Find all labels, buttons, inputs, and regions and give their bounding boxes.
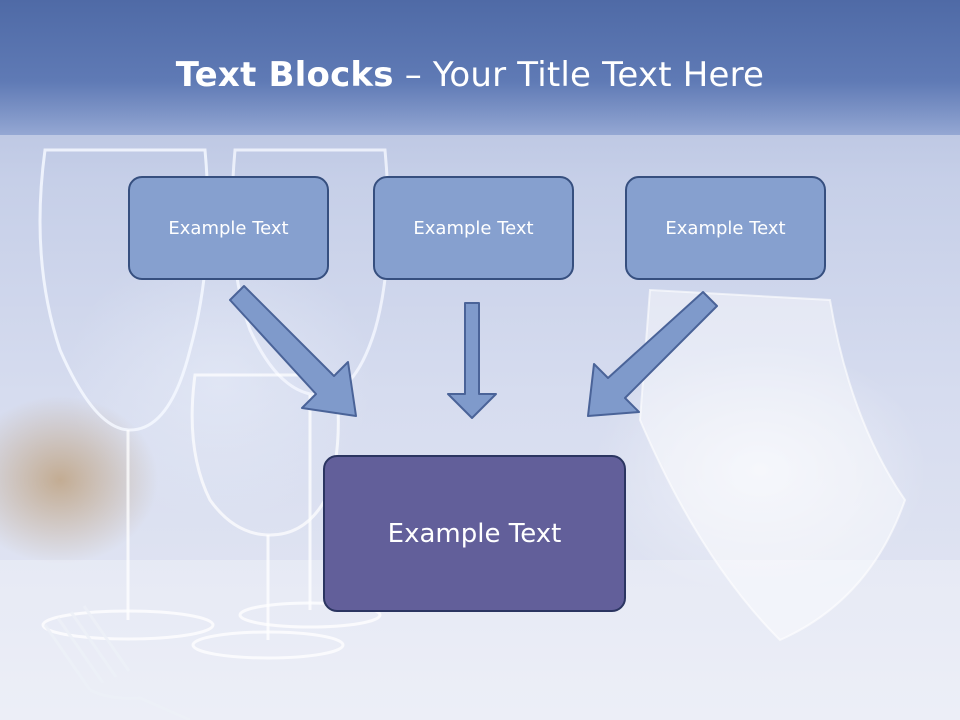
slide-title: Text Blocks – Your Title Text Here (0, 52, 940, 98)
text-block-1-label: Example Text (168, 217, 289, 239)
text-block-3-label: Example Text (665, 217, 786, 239)
arrow-left-icon (229, 285, 357, 417)
text-block-1[interactable]: Example Text (128, 176, 329, 280)
arrow-down-icon (447, 302, 497, 419)
text-block-2-label: Example Text (413, 217, 534, 239)
text-block-3[interactable]: Example Text (625, 176, 826, 280)
target-text-block[interactable]: Example Text (323, 455, 626, 612)
title-bold: Text Blocks (175, 55, 394, 95)
title-band (0, 0, 960, 135)
target-text-block-label: Example Text (387, 518, 562, 549)
arrow-right-icon (587, 291, 718, 417)
title-separator: – (393, 55, 433, 95)
title-rest: Your Title Text Here (432, 55, 765, 95)
text-block-2[interactable]: Example Text (373, 176, 574, 280)
